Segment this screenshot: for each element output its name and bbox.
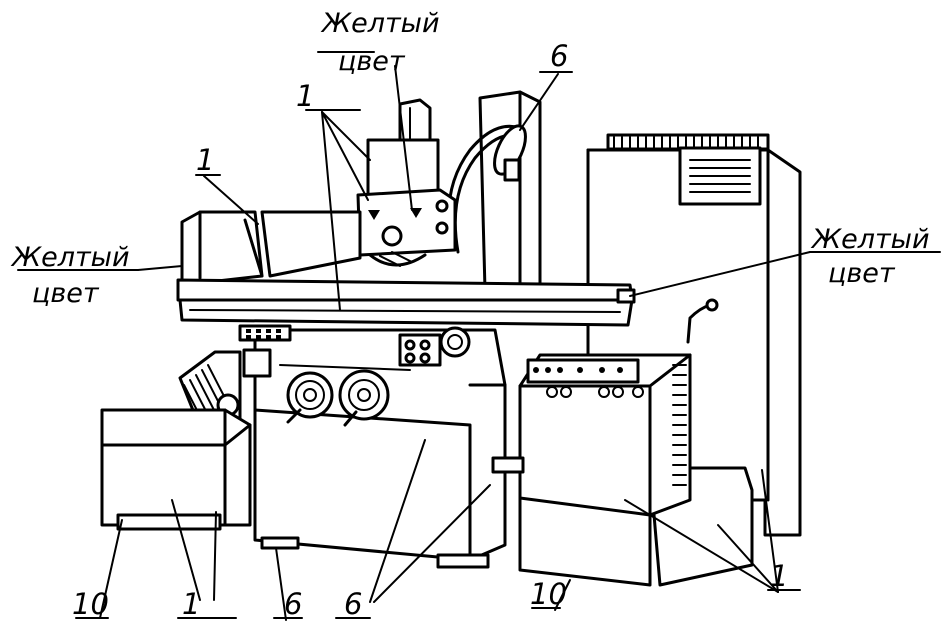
callout-6-bottom-right: 6 bbox=[344, 587, 362, 621]
leader-lines bbox=[17, 51, 941, 621]
coolant-unit bbox=[100, 350, 252, 531]
callout-10-right: 10 bbox=[530, 577, 567, 611]
labels: Желтый цвет 1 6 1 Желтый цвет Желтый цве… bbox=[10, 8, 930, 621]
machine-base bbox=[238, 324, 507, 569]
column-and-wheelhead bbox=[356, 90, 542, 292]
left-yellow-label-line2: цвет bbox=[32, 278, 100, 309]
callout-1-upper: 1 bbox=[296, 79, 314, 113]
hydraulic-unit bbox=[491, 353, 754, 587]
callout-6-top: 6 bbox=[550, 39, 568, 73]
top-yellow-label-line1: Желтый bbox=[320, 8, 440, 39]
top-yellow-label-line2: цвет bbox=[338, 46, 406, 77]
callout-1-left: 1 bbox=[196, 143, 214, 177]
callout-6-bottom-mid: 6 bbox=[284, 587, 302, 621]
callout-1-bottom-right: 1 bbox=[770, 559, 788, 593]
right-yellow-label-line1: Желтый bbox=[810, 224, 930, 255]
right-yellow-label-line2: цвет bbox=[828, 258, 896, 289]
work-table bbox=[176, 210, 636, 327]
callout-1-bottom-left: 1 bbox=[182, 587, 200, 621]
left-yellow-label-line1: Желтый bbox=[10, 242, 130, 273]
callout-10-left: 10 bbox=[72, 587, 109, 621]
